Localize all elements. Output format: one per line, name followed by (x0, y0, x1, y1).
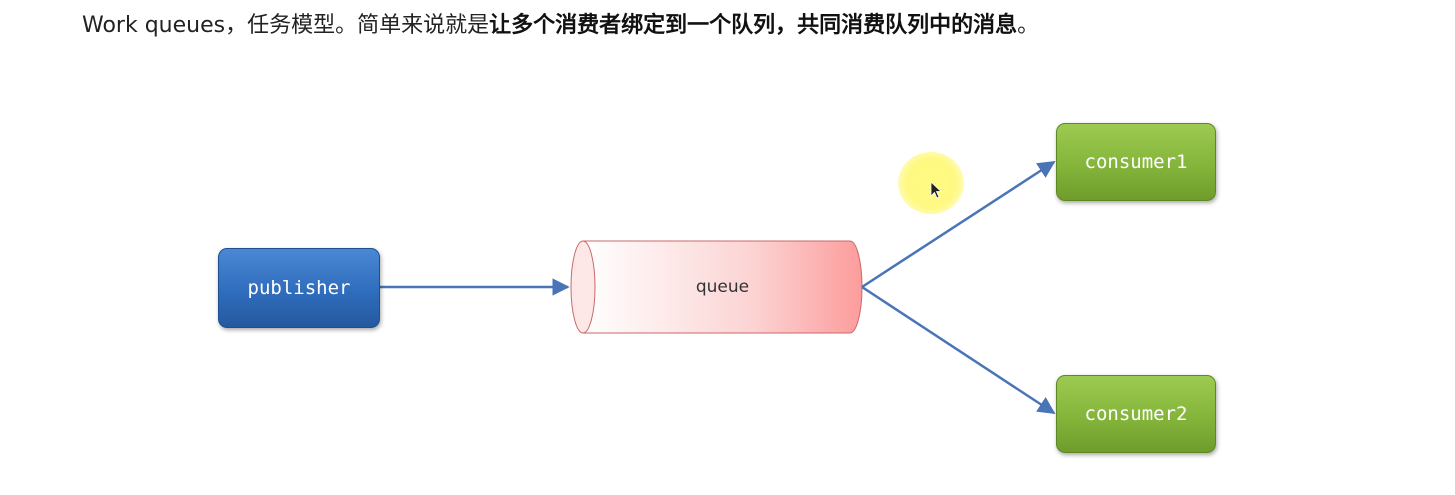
heading-bold-text: 让多个消费者绑定到一个队列，共同消费队列中的消息 (489, 13, 1018, 38)
queue-node (570, 240, 863, 334)
consumer1-node: consumer1 (1056, 123, 1216, 201)
publisher-node: publisher (218, 248, 380, 328)
mouse-pointer-icon (930, 181, 942, 199)
arrow-queue-to-consumer1 (861, 160, 1056, 289)
consumer2-node: consumer2 (1056, 375, 1216, 453)
heading-intro-text: Work queues，任务模型。简单来说就是 (82, 13, 490, 38)
consumer1-label: consumer1 (1084, 151, 1188, 173)
arrow-queue-to-consumer2 (861, 285, 1056, 415)
queue-label: queue (695, 277, 750, 297)
publisher-label: publisher (247, 277, 351, 299)
heading-end-text: 。 (1017, 13, 1040, 38)
page-heading: Work queues，任务模型。简单来说就是让多个消费者绑定到一个队列，共同消… (82, 10, 1039, 42)
consumer2-label: consumer2 (1084, 403, 1188, 425)
